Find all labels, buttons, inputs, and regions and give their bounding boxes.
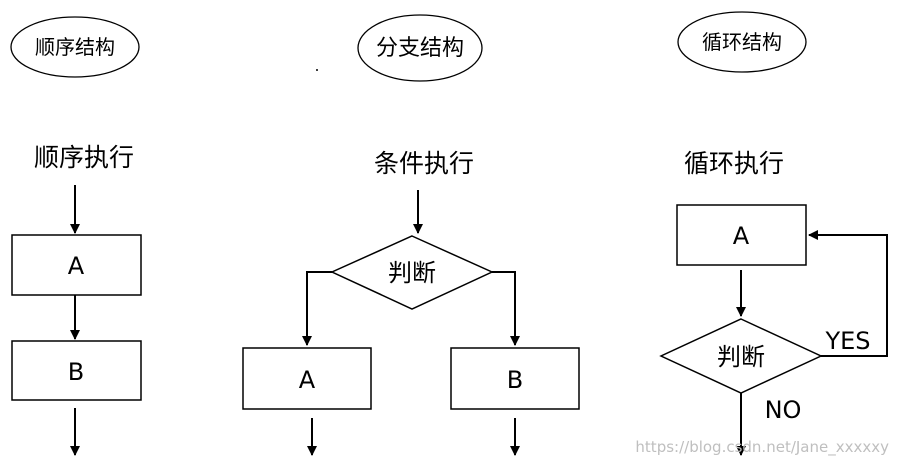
branch-decision-label: 判断 — [388, 259, 436, 287]
loop-structure: 循环结构 循环执行 A 判断 YES NO — [659, 11, 888, 456]
branch-box-b-label: B — [507, 366, 523, 394]
watermark: https://blog.csdn.net/Jane_xxxxxy — [635, 438, 889, 457]
sequence-box-b — [11, 340, 142, 401]
branch-title: 分支结构 — [376, 36, 464, 61]
branch-decision-diamond — [330, 235, 494, 310]
sequence-box-b-label: B — [68, 358, 84, 386]
sequence-heading: 顺序执行 — [34, 143, 134, 172]
branch-structure: 分支结构 条件执行 判断 A B — [242, 14, 580, 456]
loop-box-a — [676, 204, 807, 266]
branch-box-a — [242, 347, 372, 410]
branch-heading: 条件执行 — [374, 149, 474, 178]
loop-heading: 循环执行 — [684, 149, 784, 178]
loop-no-label: NO — [765, 396, 802, 424]
branch-left-path — [302, 271, 332, 346]
sequence-title-oval — [10, 16, 140, 78]
loop-decision-label: 判断 — [717, 343, 765, 371]
sequence-box-a — [11, 234, 142, 296]
loop-box-a-label: A — [733, 222, 750, 250]
branch-right-path — [492, 271, 520, 346]
sequence-structure: 顺序结构 顺序执行 A B — [10, 16, 142, 456]
loop-yes-return-path — [808, 230, 888, 357]
branch-box-b — [450, 347, 580, 410]
sequence-title: 顺序结构 — [35, 35, 115, 59]
stray-dot — [316, 69, 318, 71]
sequence-box-a-label: A — [68, 252, 85, 280]
loop-title-oval — [677, 11, 807, 73]
loop-yes-label: YES — [824, 327, 870, 355]
loop-title: 循环结构 — [702, 30, 782, 54]
branch-title-oval — [357, 14, 483, 82]
branch-box-a-label: A — [299, 366, 316, 394]
